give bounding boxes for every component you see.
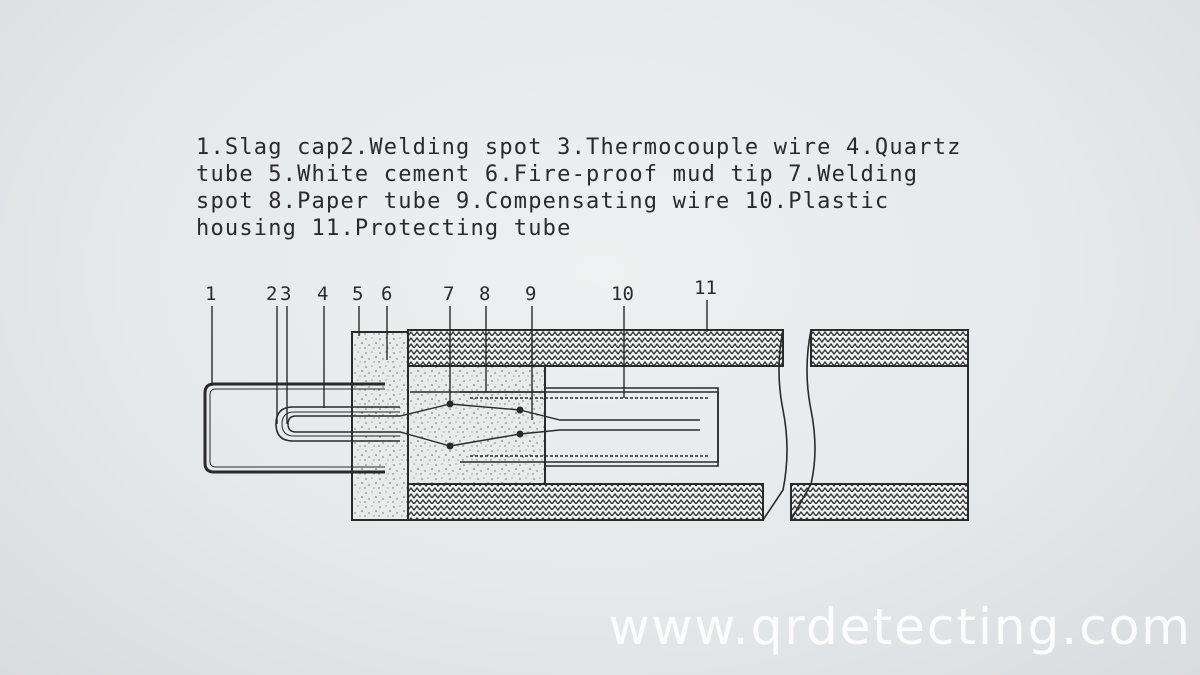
- protecting-tube: [407, 329, 969, 521]
- callout-4: 4: [317, 283, 328, 305]
- welding-spot: [516, 430, 524, 438]
- callout-8: 8: [479, 283, 490, 305]
- thermocouple-wire: [287, 403, 451, 447]
- slag-cap: [203, 382, 385, 474]
- compensating-wire: [449, 403, 700, 447]
- website-watermark: www.qrdetecting.com: [608, 598, 1192, 656]
- callout-9: 9: [525, 283, 536, 305]
- callout-7: 7: [443, 283, 454, 305]
- callout-1: 1: [205, 283, 216, 305]
- legend-line: 1.Slag cap2.Welding spot 3.Thermocouple …: [196, 135, 962, 160]
- welding-spot: [446, 442, 454, 450]
- callout-2: 2: [266, 283, 277, 305]
- legend-line: tube 5.White cement 6.Fire-proof mud tip…: [196, 162, 919, 187]
- callout-6: 6: [381, 283, 392, 305]
- callout-10: 10: [611, 283, 634, 305]
- callout-leaders: [211, 300, 708, 424]
- plastic-housing: [470, 387, 719, 467]
- welding-spots: [446, 400, 524, 450]
- welding-spot: [516, 406, 524, 414]
- parts-legend: 1.Slag cap2.Welding spot 3.Thermocouple …: [196, 134, 976, 242]
- legend-line: housing 11.Protecting tube: [196, 216, 572, 241]
- callout-3: 3: [280, 283, 291, 305]
- callout-5: 5: [352, 283, 363, 305]
- callout-11: 11: [694, 277, 717, 299]
- legend-line: spot 8.Paper tube 9.Compensating wire 10…: [196, 189, 890, 214]
